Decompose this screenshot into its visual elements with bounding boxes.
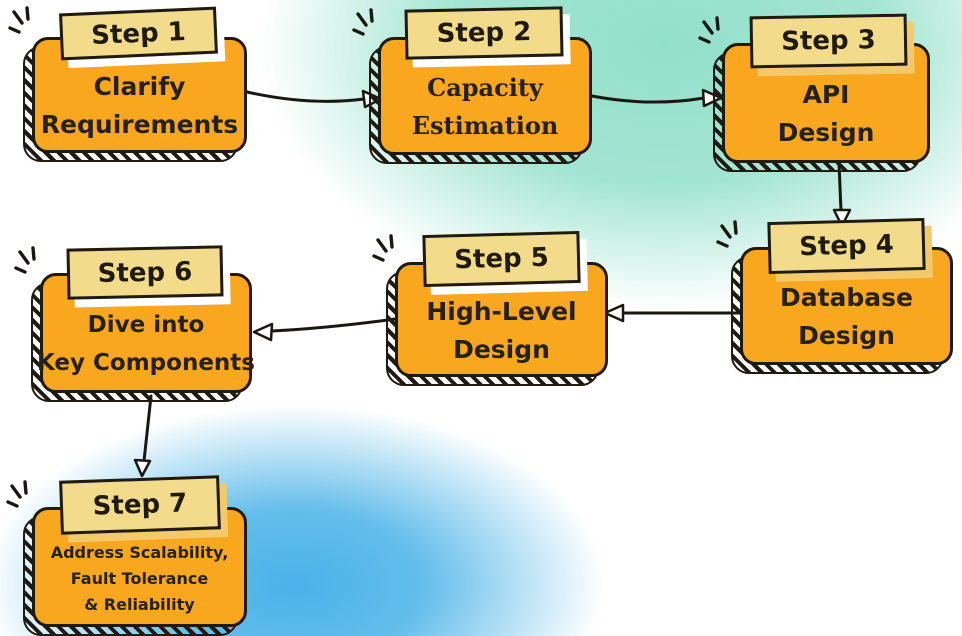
step-text-line: Clarify xyxy=(93,72,186,101)
step-text-line: Fault Tolerance xyxy=(70,569,209,588)
step-3-header: Step 3 xyxy=(749,13,915,77)
step-text-line: API xyxy=(802,80,850,109)
step-7-node: Address Scalability, Fault Tolerance & R… xyxy=(23,475,247,636)
step-text-line: Design xyxy=(777,118,875,147)
arrow-step5-step6 xyxy=(252,317,397,342)
step-text-line: Design xyxy=(453,334,550,364)
sparkle-icon xyxy=(352,8,374,36)
step-text-line: Key Components xyxy=(37,350,255,376)
step-label: Step 5 xyxy=(422,230,581,288)
sparkle-icon xyxy=(8,6,30,34)
step-label: Step 3 xyxy=(749,13,908,69)
sparkle-icon xyxy=(698,16,720,44)
step-label: Step 1 xyxy=(59,6,218,61)
sparkle-icon xyxy=(716,220,738,248)
step-text-line: & Reliability xyxy=(84,595,195,614)
step-6-header: Step 6 xyxy=(66,245,231,308)
step-5-node: High-Level Design Step 5 xyxy=(386,230,608,386)
step-2-header: Step 2 xyxy=(404,6,571,68)
step-text-line: Dive into xyxy=(87,312,205,338)
step-label: Step 2 xyxy=(404,6,564,60)
step-label: Step 7 xyxy=(59,475,221,535)
sparkle-icon xyxy=(372,234,394,262)
arrow-step6-step7 xyxy=(133,394,153,478)
arrow-step3-step4 xyxy=(832,161,852,228)
sparkle-icon xyxy=(6,480,28,508)
step-text-line: Capacity xyxy=(427,73,543,102)
step-text-line: Requirements xyxy=(40,110,239,139)
step-text-line: High-Level xyxy=(426,296,577,326)
step-6-node: Dive into Key Components Step 6 xyxy=(31,245,255,402)
arrow-step2-step3 xyxy=(590,88,723,108)
step-text-line: Design xyxy=(798,321,895,350)
step-1-header: Step 1 xyxy=(59,6,226,69)
arrow-step4-step5 xyxy=(603,303,742,323)
step-label: Step 4 xyxy=(767,217,926,275)
step-1-node: Clarify Requirements Step 1 xyxy=(23,6,247,162)
step-text-line: Database xyxy=(779,283,914,312)
sparkle-icon xyxy=(14,246,36,274)
arrow-step1-step2 xyxy=(245,89,383,109)
step-5-header: Step 5 xyxy=(422,230,588,295)
step-2-node: Capacity Estimation Step 2 xyxy=(369,6,592,164)
step-text-line: Estimation xyxy=(411,111,559,140)
step-3-node: API Design Step 3 xyxy=(713,13,930,172)
step-text-line: Address Scalability, xyxy=(50,543,229,562)
step-label: Step 6 xyxy=(66,245,224,300)
step-7-header: Step 7 xyxy=(59,475,229,543)
step-4-header: Step 4 xyxy=(767,217,933,282)
step-4-node: Database Design Step 4 xyxy=(731,217,953,374)
